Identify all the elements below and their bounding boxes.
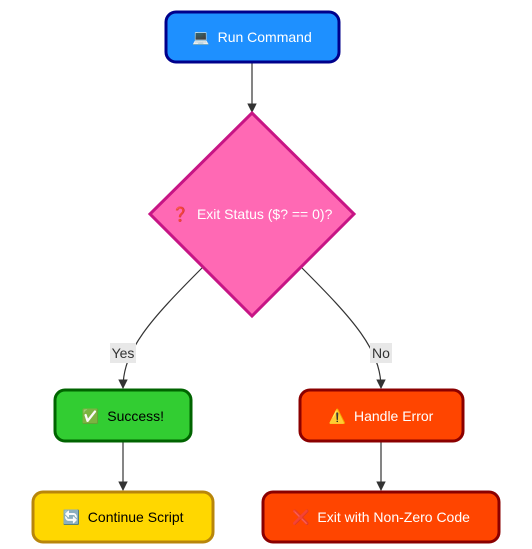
node-continue-script-label: Continue Script bbox=[88, 509, 184, 525]
edge-label-yes-text: Yes bbox=[112, 345, 135, 361]
question-icon: ❓ bbox=[172, 206, 189, 223]
node-handle-error[interactable]: ⚠️ Handle Error bbox=[298, 388, 465, 443]
node-exit-nonzero[interactable]: ❌ Exit with Non-Zero Code bbox=[261, 490, 501, 544]
svg-text:💻 Run Command: 💻 Run Command bbox=[192, 29, 311, 46]
edge-label-no-text: No bbox=[372, 345, 390, 361]
node-success[interactable]: ✅ Success! bbox=[53, 388, 193, 443]
edges bbox=[118, 62, 386, 491]
edge-status-to-success bbox=[118, 266, 204, 389]
node-run-command[interactable]: 💻 Run Command bbox=[164, 10, 341, 64]
node-continue-script[interactable]: 🔄 Continue Script bbox=[31, 490, 215, 544]
svg-text:⚠️ Handle Error: ⚠️ Handle Error bbox=[329, 408, 434, 425]
svg-text:🔄 Continue Script: 🔄 Continue Script bbox=[62, 509, 183, 526]
check-icon: ✅ bbox=[82, 408, 99, 425]
edge-label-yes: Yes bbox=[110, 343, 136, 363]
svg-text:❓ Exit Status ($? == 0)?: ❓ Exit Status ($? == 0)? bbox=[172, 206, 333, 223]
cross-icon: ❌ bbox=[292, 509, 309, 526]
node-exit-nonzero-label: Exit with Non-Zero Code bbox=[317, 509, 470, 525]
node-exit-status[interactable]: ❓ Exit Status ($? == 0)? bbox=[147, 110, 357, 319]
svg-text:✅ Success!: ✅ Success! bbox=[82, 408, 164, 425]
edge-label-no: No bbox=[370, 343, 392, 363]
node-exit-status-label: Exit Status ($? == 0)? bbox=[197, 206, 333, 222]
svg-text:❌ Exit with Non-Zero Cod: ❌ Exit with Non-Zero Code bbox=[292, 509, 470, 526]
node-run-command-label: Run Command bbox=[218, 29, 312, 45]
node-handle-error-label: Handle Error bbox=[354, 408, 434, 424]
refresh-icon: 🔄 bbox=[62, 509, 79, 526]
edge-status-to-handle-error bbox=[300, 266, 386, 389]
warning-icon: ⚠️ bbox=[329, 408, 346, 425]
computer-icon: 💻 bbox=[192, 29, 210, 46]
node-success-label: Success! bbox=[107, 408, 164, 424]
